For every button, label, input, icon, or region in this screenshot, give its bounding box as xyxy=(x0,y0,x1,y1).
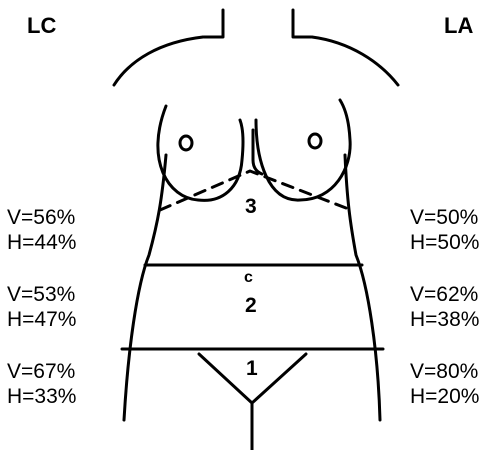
neck-right-line xyxy=(293,10,311,37)
umbilicus-mark: c xyxy=(244,266,253,290)
zone-3-left-v-value: V=56% xyxy=(7,205,75,230)
zone-3-number: 3 xyxy=(245,195,257,219)
left-breast-curve xyxy=(158,106,243,200)
right-nipple xyxy=(309,134,321,148)
zone-1-right-h-value: H=20% xyxy=(410,384,479,409)
zone-1-right-v-value: V=80% xyxy=(410,359,478,384)
neck-left-line xyxy=(204,10,223,37)
left-side-header: LC xyxy=(27,13,56,38)
left-groin-line xyxy=(199,354,252,403)
right-breast-curve xyxy=(256,100,350,200)
zone-1-left-v-value: V=67% xyxy=(7,359,75,384)
zone-3-left-h-value: H=44% xyxy=(7,230,76,255)
right-side-header: LA xyxy=(444,13,473,38)
left-shoulder-curve xyxy=(114,37,203,85)
right-body-side xyxy=(345,155,380,420)
right-shoulder-curve xyxy=(312,37,398,85)
zone-2-right-v-value: V=62% xyxy=(410,282,478,307)
left-nipple xyxy=(180,136,192,150)
zone-1-left-h-value: H=33% xyxy=(7,384,76,409)
left-body-side xyxy=(124,155,166,420)
right-groin-line xyxy=(252,354,306,403)
zone-2-left-h-value: H=47% xyxy=(7,307,76,332)
zone-2-right-h-value: H=38% xyxy=(410,307,479,332)
zone-3-right-v-value: V=50% xyxy=(410,205,478,230)
zone-1-number: 1 xyxy=(246,357,258,381)
zone-3-right-h-value: H=50% xyxy=(410,230,479,255)
zone-2-left-v-value: V=53% xyxy=(7,282,75,307)
zone-2-number: 2 xyxy=(245,294,257,318)
